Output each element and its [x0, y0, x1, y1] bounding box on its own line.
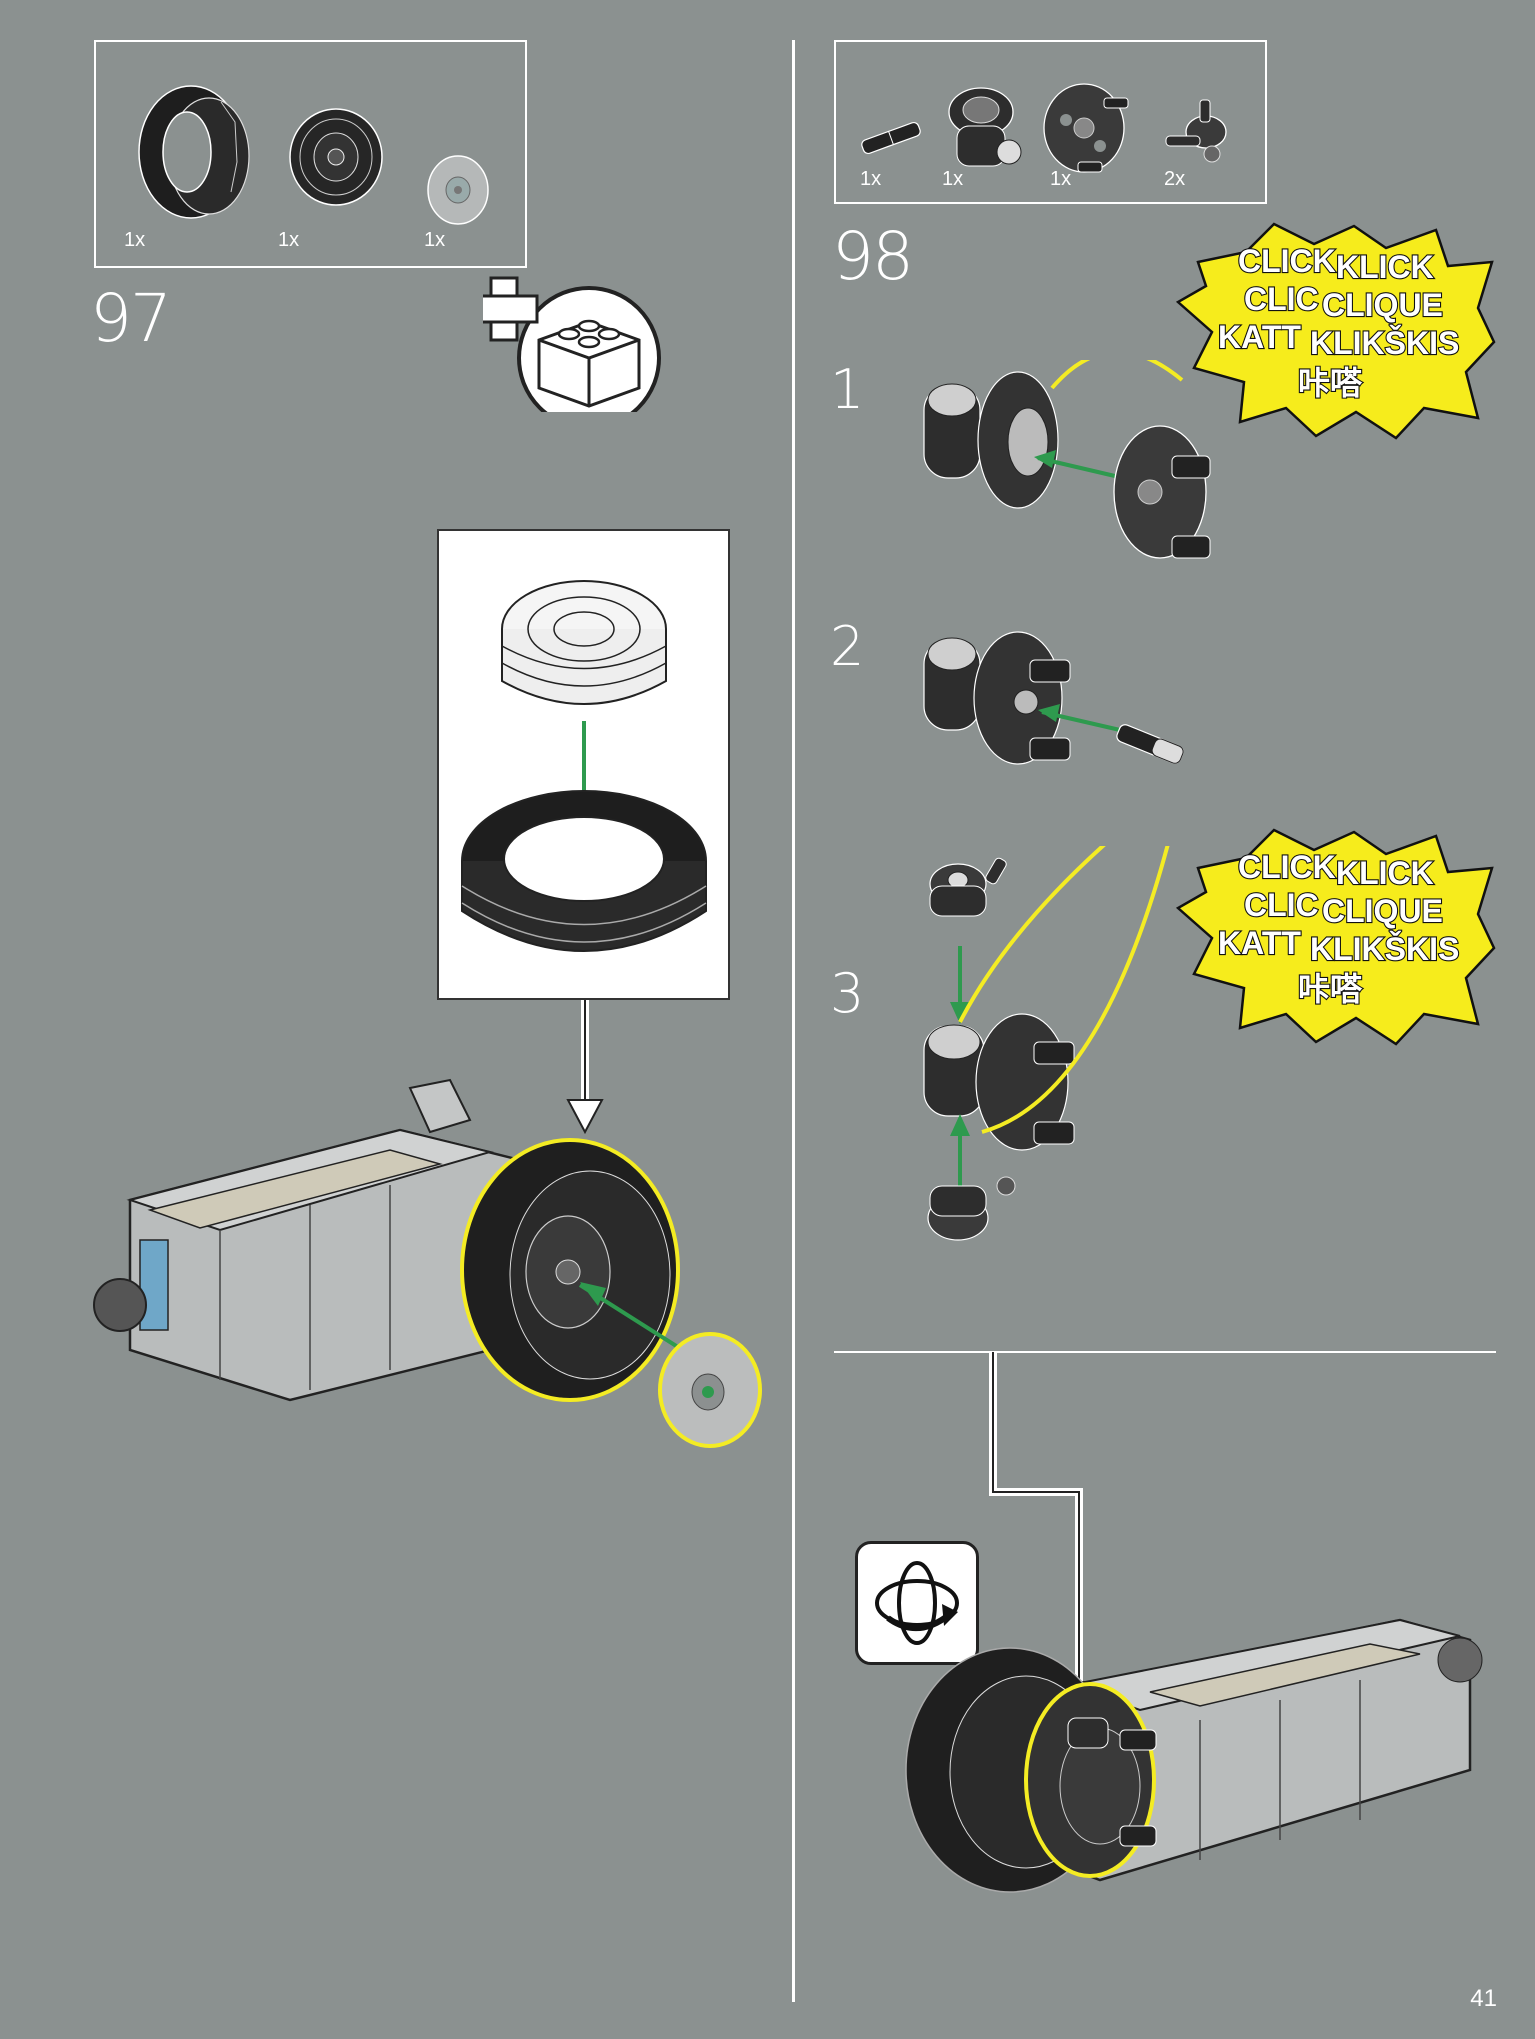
- connector-top-icon: [929, 857, 1007, 917]
- qty-tire: 1x: [124, 229, 146, 251]
- qty-connector: 2x: [1164, 168, 1186, 190]
- hub-cap-part-icon: [427, 155, 489, 225]
- connector-part-icon: [1165, 99, 1227, 163]
- qty-hub: 1x: [942, 168, 964, 190]
- parts-illustrations: [138, 85, 489, 225]
- qty-rim: 1x: [278, 229, 300, 251]
- connector-bottom-icon: [927, 1176, 1016, 1241]
- click-word-de: KLICK: [1336, 249, 1434, 285]
- click-word-lt: KLIKŠKIS: [1310, 325, 1459, 361]
- step-number-97: 97: [90, 280, 172, 357]
- parts-illustrations: [861, 83, 1227, 173]
- hub-part-icon: [948, 87, 1022, 167]
- axle-pin-part-icon: [861, 121, 921, 155]
- tire-callout-icon: [461, 790, 707, 952]
- rim-callout-icon: [501, 580, 667, 705]
- hub-icon: [923, 371, 1059, 509]
- click-connector-line: [981, 846, 1170, 1134]
- rim-part-icon: [289, 108, 383, 206]
- step-97-main-assembly: [93, 1078, 762, 1448]
- click-word-fr: CLIC: [1244, 887, 1319, 923]
- hub-assembly-icon: [923, 1013, 1075, 1151]
- click-connector-line: [958, 846, 1106, 1023]
- click-burst-2: CLICK KLICK CLIC CLIQUE KATT KLIKŠKIS 咔嗒: [1176, 828, 1496, 1046]
- click-word-fr: CLIC: [1244, 281, 1319, 317]
- click-word-lt: KLIKŠKIS: [1310, 931, 1459, 967]
- parts-list-step-98: 1x 1x 1x 2x: [834, 40, 1267, 204]
- wheel-illustration: [460, 1138, 680, 1402]
- parts-list-step-97: 1x 1x 1x: [94, 40, 527, 268]
- qty-hub-cap: 1x: [424, 229, 446, 251]
- click-word-nl: KATT: [1218, 319, 1301, 355]
- rotate-model-icon: [855, 1541, 979, 1665]
- hub-plate-part-icon: [1043, 83, 1129, 173]
- substep-number-1: 1: [830, 358, 865, 421]
- click-burst-1: CLICK KLICK CLIC CLIQUE KATT KLIKŠKIS 咔嗒: [1176, 222, 1496, 440]
- axle-pin-icon: [1116, 724, 1184, 764]
- tire-assembly-callout: [437, 529, 730, 1000]
- click-word-fr-alt: CLIQUE: [1322, 287, 1443, 323]
- click-word-de: KLICK: [1336, 855, 1434, 891]
- tire-part-icon: [138, 85, 250, 219]
- page-number: 41: [1470, 1985, 1497, 2012]
- substep-number-3: 3: [830, 962, 865, 1025]
- tire-rim-assembly-illustration: [461, 580, 707, 952]
- click-word-en: CLICK: [1238, 849, 1336, 885]
- hub-assembly-illustration: [1024, 1682, 1157, 1878]
- add-brick-icon: [483, 276, 661, 412]
- click-word-zh: 咔嗒: [1298, 365, 1363, 401]
- substep-2-illustration: [923, 631, 1184, 765]
- engine-body-illustration: [93, 1078, 572, 1402]
- qty-axle-pin: 1x: [860, 168, 882, 190]
- hub-assembly-icon: [923, 631, 1071, 765]
- callout-pointer-arrow: [566, 1000, 604, 1135]
- column-divider: [792, 40, 795, 2002]
- click-word-en: CLICK: [1238, 243, 1336, 279]
- section-divider: [834, 1351, 1496, 1353]
- hub-cap-illustration: [658, 1332, 762, 1448]
- substep-1-illustration: [923, 360, 1211, 559]
- click-word-nl: KATT: [1218, 925, 1301, 961]
- step-98-final-assembly: [905, 1618, 1483, 1893]
- click-connector-line: [1050, 360, 1184, 390]
- substep-number-2: 2: [830, 615, 865, 678]
- step-number-98: 98: [832, 218, 914, 295]
- hub-plate-icon: [1113, 425, 1211, 559]
- click-word-fr-alt: CLIQUE: [1322, 893, 1443, 929]
- substep-3-illustration: [923, 846, 1170, 1241]
- click-word-zh: 咔嗒: [1298, 971, 1363, 1007]
- qty-hub-plate: 1x: [1050, 168, 1072, 190]
